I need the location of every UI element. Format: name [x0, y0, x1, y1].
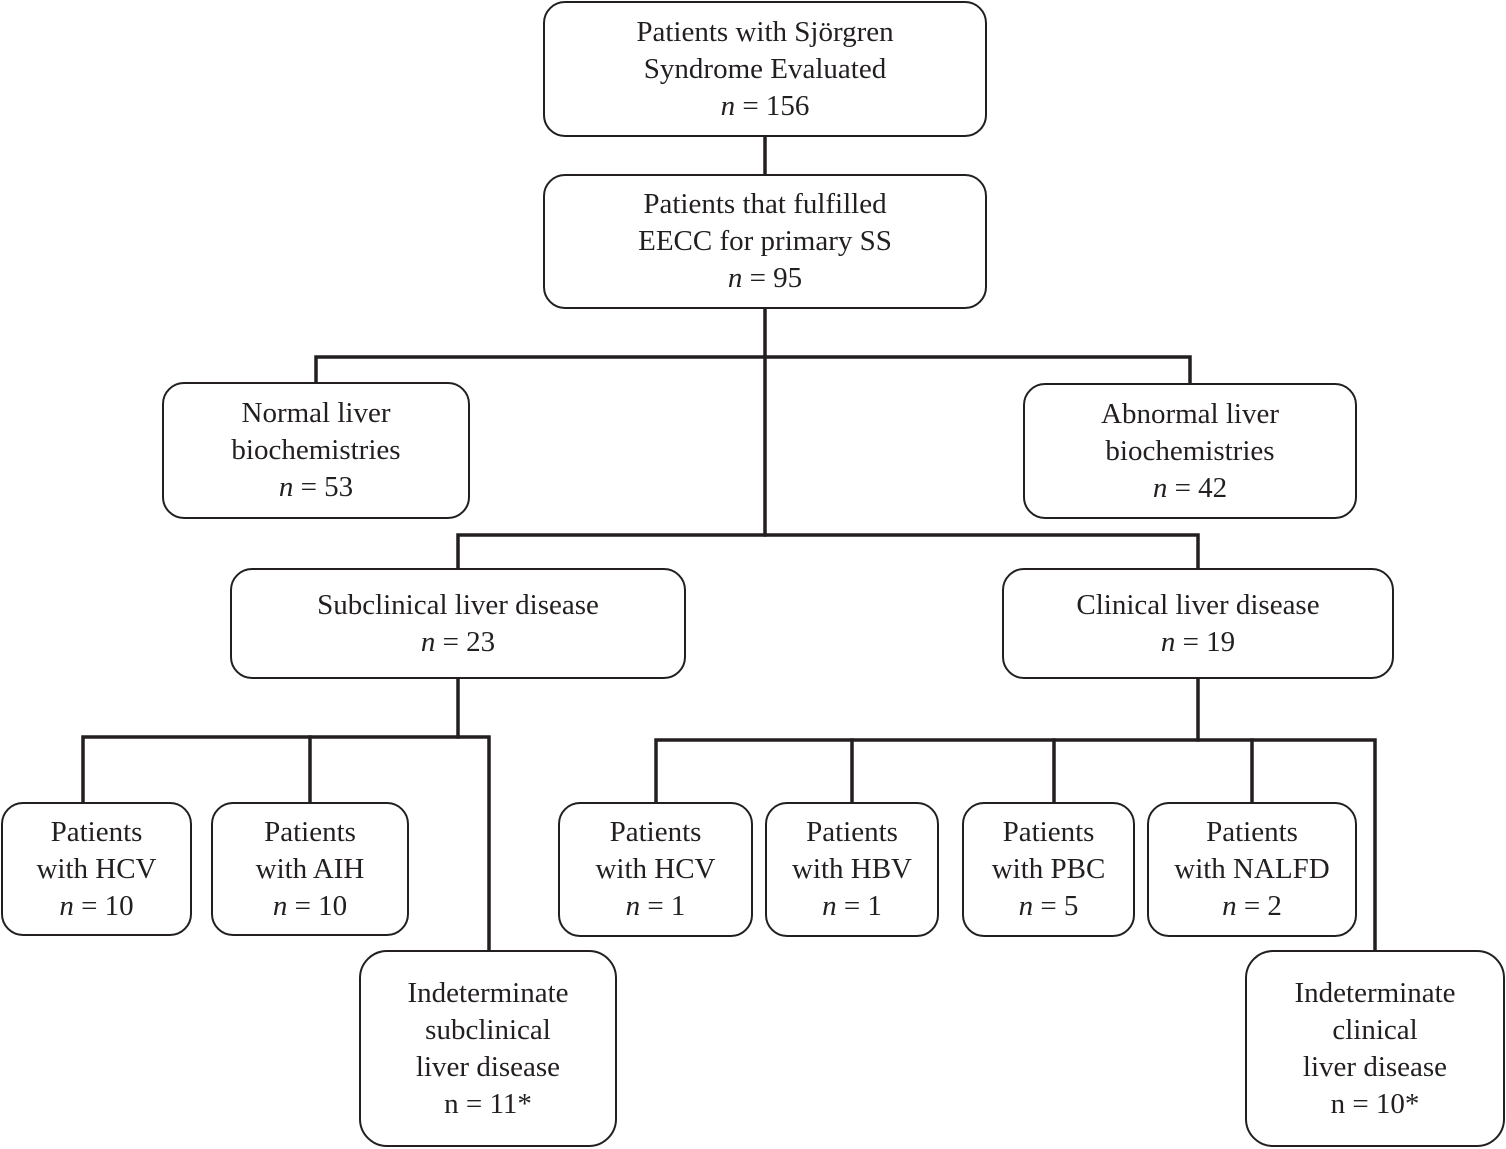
- node-count: n = 53: [278, 471, 354, 503]
- node-cl-indeterminate: Indeterminate clinical liver disease n =…: [1245, 950, 1505, 1147]
- node-sub-hcv: Patients with HCV n = 10: [1, 802, 192, 936]
- node-sub-aih: Patients with AIH n = 10: [211, 802, 409, 936]
- node-text: clinical: [1332, 1013, 1418, 1046]
- node-text: Indeterminate: [407, 976, 569, 1009]
- node-text: liver disease: [1302, 1050, 1448, 1083]
- node-text: Clinical liver disease: [1076, 588, 1320, 621]
- node-text: Abnormal liver: [1101, 397, 1279, 430]
- node-text: with HCV: [36, 852, 157, 885]
- connector-biochem-branch: [314, 355, 1192, 385]
- node-cl-hbv: Patients with HBV n = 1: [765, 802, 939, 937]
- node-eecc-primary-ss: Patients that fulfilled EECC for primary…: [543, 174, 987, 309]
- node-count: n = 10: [59, 889, 134, 922]
- node-text: Indeterminate: [1294, 976, 1456, 1009]
- node-patients-evaluated: Patients with Sjörgren Syndrome Evaluate…: [543, 1, 987, 137]
- node-count: n = 95: [727, 262, 803, 294]
- node-text: Patients with Sjörgren: [636, 15, 894, 48]
- node-sub-indeterminate: Indeterminate subclinical liver disease …: [359, 950, 617, 1147]
- node-text: EECC for primary SS: [638, 225, 892, 257]
- node-text: with PBC: [991, 853, 1106, 885]
- node-count: n = 10: [272, 889, 348, 922]
- node-text: subclinical: [425, 1013, 551, 1046]
- node-text: Patients: [806, 816, 898, 848]
- connector-subclinical-branch: [81, 735, 491, 952]
- node-count: n = 2: [1222, 890, 1282, 922]
- node-text: Normal liver: [241, 397, 391, 429]
- node-count: n = 42: [1152, 471, 1228, 504]
- node-count: n = 19: [1160, 625, 1236, 658]
- node-cl-nalfd: Patients with NALFD n = 2: [1147, 802, 1357, 937]
- node-count: n = 10*: [1330, 1087, 1420, 1120]
- node-text: Patients: [50, 815, 143, 848]
- node-text: liver disease: [415, 1050, 561, 1083]
- node-text: Patients: [1002, 816, 1095, 848]
- node-count: n = 156: [720, 89, 810, 122]
- node-count: n = 11*: [444, 1087, 532, 1120]
- node-abnormal-biochemistries: Abnormal liver biochemistries n = 42: [1023, 383, 1357, 519]
- node-count: n = 23: [420, 625, 496, 658]
- node-text: biochemistries: [1105, 434, 1275, 467]
- node-text: Patients: [264, 815, 356, 848]
- connector-disease-branch: [456, 533, 1200, 570]
- node-text: with NALFD: [1174, 853, 1330, 885]
- node-text: Patients: [609, 816, 702, 848]
- node-clinical-liver-disease: Clinical liver disease n = 19: [1002, 568, 1394, 679]
- node-count: n = 1: [625, 890, 686, 922]
- node-text: biochemistries: [231, 434, 401, 466]
- node-text: Subclinical liver disease: [317, 588, 599, 621]
- node-text: with HBV: [791, 853, 913, 885]
- node-normal-biochemistries: Normal liver biochemistries n = 53: [162, 382, 470, 519]
- node-text: with HCV: [595, 853, 716, 885]
- node-text: with AIH: [255, 852, 365, 885]
- connector-clinical-branch: [654, 738, 1377, 952]
- node-subclinical-liver-disease: Subclinical liver disease n = 23: [230, 568, 686, 679]
- node-cl-pbc: Patients with PBC n = 5: [962, 802, 1135, 937]
- node-text: Patients: [1206, 816, 1298, 848]
- node-count: n = 1: [822, 890, 882, 922]
- node-count: n = 5: [1018, 890, 1079, 922]
- node-text: Syndrome Evaluated: [643, 52, 887, 85]
- node-cl-hcv: Patients with HCV n = 1: [558, 802, 753, 937]
- node-text: Patients that fulfilled: [643, 188, 887, 220]
